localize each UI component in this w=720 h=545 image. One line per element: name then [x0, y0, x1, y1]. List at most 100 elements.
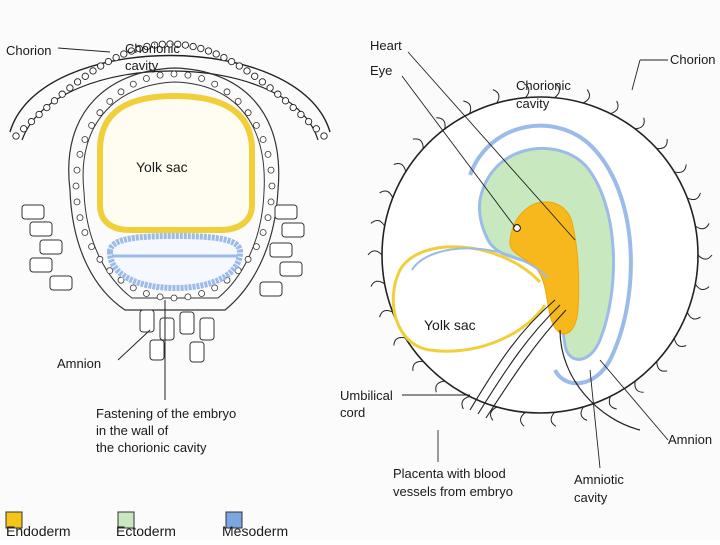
- vesicle-cell: [267, 198, 275, 206]
- vesicle-cell: [117, 88, 125, 96]
- chorion-cell: [73, 78, 82, 86]
- vesicle-cell: [106, 98, 114, 105]
- chorion-villus: [635, 117, 645, 130]
- label-left-amnion: Amnion: [57, 356, 101, 371]
- left-chorion-outer: [9, 54, 331, 133]
- chorion-cell: [274, 90, 282, 98]
- vesicle-cell: [129, 284, 137, 292]
- leader-right-amnion: [599, 359, 669, 441]
- label-eye: Eye: [370, 63, 392, 78]
- label-left-chorionic-cavity-1: Chorionic: [125, 41, 180, 56]
- vesicle-cell: [142, 75, 150, 82]
- vesicle-cell: [234, 98, 242, 105]
- vesicle-cell: [88, 243, 95, 251]
- chorion-villus: [370, 280, 385, 287]
- chorion-cell: [304, 117, 313, 126]
- leader-left-chorion: [57, 47, 111, 53]
- vesicle-cell: [184, 293, 192, 301]
- chorion-villus: [435, 380, 445, 393]
- label-right-yolk-sac: Yolk sac: [424, 317, 476, 333]
- right-chorion-villi: [367, 83, 713, 427]
- label-fastening-3: the chorionic cavity: [96, 440, 207, 455]
- right-diagram: Heart Eye Chorion Chorionic cavity Yolk …: [340, 38, 716, 505]
- vesicle-cell: [198, 75, 206, 82]
- right-eye: [513, 224, 521, 232]
- chorion-cell: [312, 125, 320, 133]
- leader-heart: [407, 51, 576, 241]
- chorion-villus: [554, 83, 560, 99]
- chorion-villus: [634, 381, 644, 393]
- leader-left-amnion: [117, 329, 151, 361]
- chorion-cell: [143, 42, 151, 51]
- leader-eye: [401, 75, 516, 228]
- leader-amniotic: [589, 369, 601, 469]
- chorion-cell: [243, 67, 251, 75]
- chorion-cell: [251, 72, 259, 80]
- chorion-cell: [127, 47, 136, 55]
- chorion-cell: [66, 84, 74, 92]
- vesicle-cell: [73, 198, 81, 206]
- chorion-villus: [393, 337, 406, 346]
- chorion-cell: [320, 132, 328, 140]
- chorion-cell: [135, 44, 143, 53]
- label-umbilical-1: Umbilical: [340, 388, 393, 403]
- legend-swatch-mesoderm: [225, 511, 243, 529]
- vesicle-cell: [264, 214, 272, 222]
- chorion-villus: [694, 283, 710, 291]
- chorion-villus: [367, 250, 383, 256]
- vesicle-cell: [170, 294, 178, 302]
- vesicle-cell: [142, 290, 150, 297]
- vesicle-cell: [244, 109, 252, 117]
- vesicle-cell: [76, 150, 84, 158]
- leader-right-chorion-v: [631, 59, 641, 91]
- chorion-cell: [50, 97, 59, 105]
- chorion-villus: [686, 311, 701, 320]
- vesicle-cell: [267, 166, 275, 174]
- chorion-villus: [412, 360, 424, 371]
- left-vesicle-cells: [72, 70, 276, 302]
- chorion-villus: [523, 83, 530, 99]
- chorion-cell: [227, 57, 236, 66]
- vesicle-cell: [81, 229, 89, 236]
- label-heart: Heart: [370, 38, 402, 53]
- vesicle-cell: [259, 229, 267, 236]
- chorion-villus: [610, 100, 619, 115]
- vesicle-cell: [211, 284, 219, 292]
- vesicle-cell: [198, 290, 206, 297]
- chorion-cell: [20, 125, 28, 133]
- left-vesicle-inner: [82, 81, 265, 299]
- chorion-cell: [297, 110, 305, 119]
- vesicle-cell: [96, 109, 104, 117]
- vesicle-cell: [88, 122, 95, 129]
- chorion-villus: [550, 411, 557, 427]
- chorion-villus: [436, 117, 446, 129]
- label-right-chorion: Chorion: [670, 52, 716, 67]
- left-villi: [21, 204, 305, 363]
- vesicle-cell: [252, 122, 260, 129]
- legend-swatch-endoderm: [5, 511, 23, 529]
- vesicle-cell: [96, 255, 104, 263]
- label-left-chorion: Chorion: [6, 43, 52, 58]
- left-yolk-sac: [97, 92, 255, 233]
- chorion-villus: [697, 254, 713, 260]
- chorion-villus: [695, 223, 710, 230]
- vesicle-cell: [244, 255, 252, 263]
- chorion-cell: [120, 50, 128, 58]
- vesicle-cell: [72, 182, 80, 190]
- chorion-cell: [174, 40, 182, 48]
- label-left-chorionic-cavity-2: cavity: [125, 58, 159, 73]
- vesicle-cell: [184, 71, 192, 79]
- chorion-villus: [393, 163, 407, 172]
- vesicle-cell: [156, 71, 164, 79]
- chorion-villus: [492, 89, 500, 104]
- left-chorion-cells: [12, 40, 328, 140]
- vesicle-cell: [268, 182, 276, 190]
- chorion-villus: [379, 310, 393, 318]
- label-amniotic-1: Amniotic: [574, 472, 624, 487]
- label-umbilical-2: cord: [340, 405, 365, 420]
- right-amnion-inner: [411, 247, 549, 279]
- chorion-cell: [43, 103, 51, 112]
- chorion-cell: [112, 53, 120, 62]
- legend-label-endoderm: Endoderm: [6, 523, 71, 539]
